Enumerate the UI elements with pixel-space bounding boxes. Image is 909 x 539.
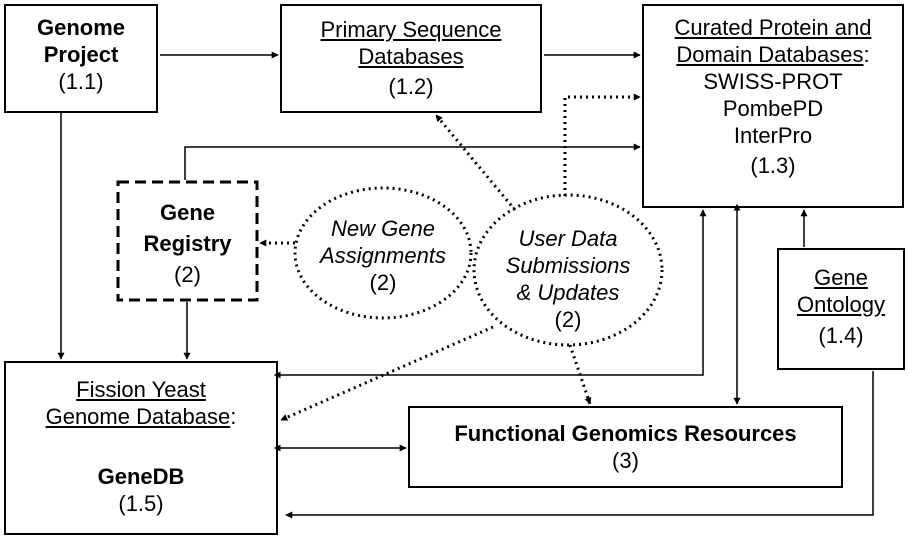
curated-protein-box xyxy=(642,4,904,208)
gene-ontology-id: (1.4) xyxy=(818,323,864,348)
arrow-ontology-to-fission xyxy=(285,371,874,519)
user-data-id: (2) xyxy=(554,307,582,332)
new-gene-assignments-label: New Gene Assignments (2) xyxy=(295,215,471,296)
functional-genomics-id: (3) xyxy=(612,448,639,473)
fission-yeast-id: (1.5) xyxy=(118,491,164,516)
fission-yeast-title-2-suffix: : xyxy=(230,404,237,429)
primary-sequence-title-1: Primary Sequence xyxy=(320,17,502,42)
curated-title-1: Curated Protein and xyxy=(674,15,872,40)
curated-item-interpro: InterPro xyxy=(733,123,813,148)
primary-sequence-box xyxy=(280,4,542,113)
functional-genomics-label: Functional Genomics Resources (3) xyxy=(409,420,842,474)
gene-registry-box xyxy=(116,180,259,302)
primary-sequence-title-2: Databases xyxy=(358,44,464,69)
curated-id: (1.3) xyxy=(750,153,796,178)
fission-yeast-title-2: Genome Database xyxy=(45,404,231,429)
curated-protein-label: Curated Protein and Domain Databases: SW… xyxy=(643,14,903,179)
user-data-line-3: & Updates xyxy=(516,280,620,305)
fission-yeast-title-2-line: Genome Database: xyxy=(5,403,277,430)
fission-yeast-title-1: Fission Yeast xyxy=(76,377,206,402)
functional-genomics-title: Functional Genomics Resources xyxy=(454,421,797,446)
fission-yeast-label: Fission Yeast Genome Database: GeneDB (1… xyxy=(5,376,277,517)
gene-registry-id: (2) xyxy=(174,262,201,287)
gene-ontology-box xyxy=(777,248,905,370)
curated-title-2-suffix: : xyxy=(863,42,870,67)
primary-sequence-id: (1.2) xyxy=(388,74,434,99)
gene-ontology-label: Gene Ontology (1.4) xyxy=(778,264,904,349)
genome-project-id: (1.1) xyxy=(58,69,104,94)
curated-item-pombepd: PombePD xyxy=(722,96,824,121)
genome-project-title-1: Genome xyxy=(36,15,126,40)
curated-title-2: Domain Databases xyxy=(676,42,864,67)
user-data-submissions-label: User Data Submissions & Updates (2) xyxy=(474,225,662,333)
new-gene-id: (2) xyxy=(369,270,397,295)
dotted-arrow-userdata-to-primary xyxy=(434,114,517,211)
gene-registry-label: Gene Registry (2) xyxy=(118,199,257,288)
dotted-arrow-userdata-to-functional xyxy=(568,344,592,405)
user-data-line-2: Submissions xyxy=(505,253,631,278)
functional-genomics-box xyxy=(408,406,843,488)
new-gene-line-1: New Gene xyxy=(331,216,435,241)
gene-registry-title-2: Registry xyxy=(143,231,232,256)
fission-yeast-name: GeneDB xyxy=(97,464,185,489)
genome-project-box xyxy=(4,4,158,113)
gene-ontology-title-1: Gene xyxy=(814,265,868,290)
curated-item-swissprot: SWISS-PROT xyxy=(703,69,843,94)
genome-project-label: Genome Project (1.1) xyxy=(5,14,157,95)
arrow-registry-to-curated xyxy=(184,143,641,180)
gene-ontology-title-2: Ontology xyxy=(796,292,886,317)
primary-sequence-label: Primary Sequence Databases (1.2) xyxy=(281,16,541,100)
gene-registry-title-1: Gene xyxy=(159,200,216,225)
genome-project-title-2: Project xyxy=(43,42,119,67)
user-data-line-1: User Data xyxy=(518,226,618,251)
new-gene-line-2: Assignments xyxy=(320,243,446,268)
dotted-arrow-userdata-to-fission xyxy=(280,325,494,422)
curated-title-2-line: Domain Databases: xyxy=(643,41,903,68)
arrow-fission-curated-link xyxy=(273,209,707,379)
